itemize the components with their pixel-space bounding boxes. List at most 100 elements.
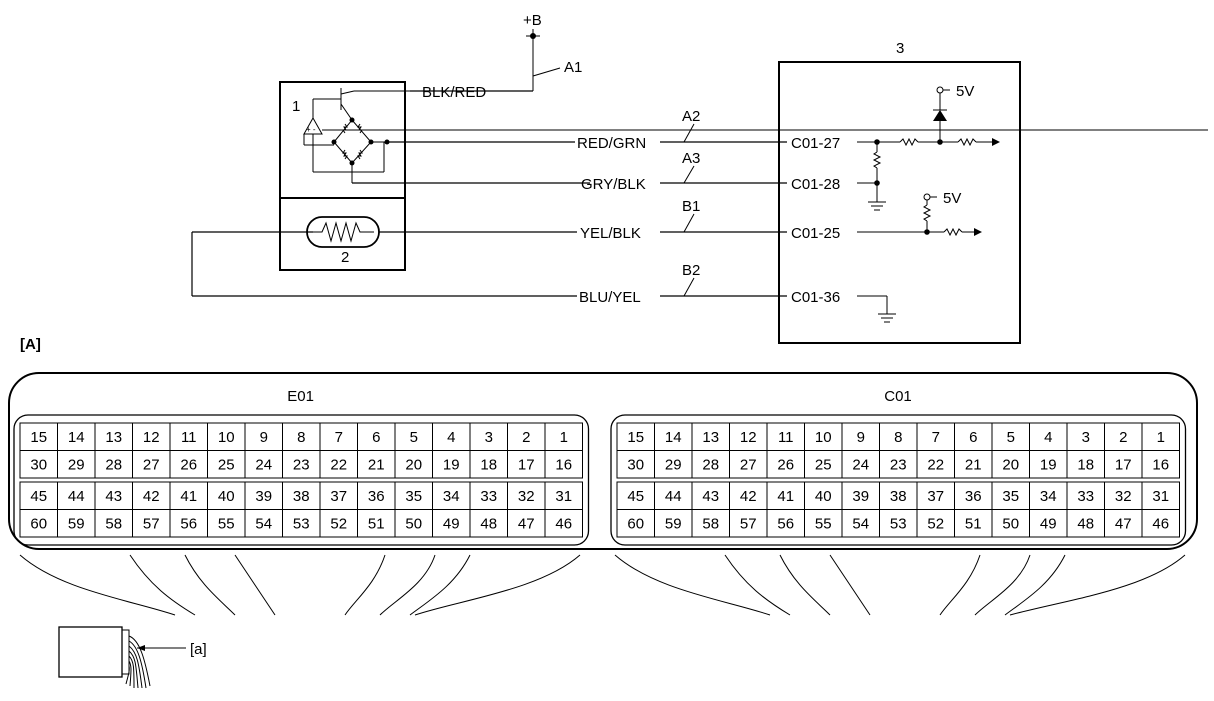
pin-number: 29 [68,457,85,474]
pin-cell [991,481,1030,510]
ecm-box [778,61,1021,344]
pin-number: 56 [777,516,794,533]
pin-number: 49 [443,516,460,533]
pin-number: 39 [255,488,272,505]
pin-number: 51 [965,516,982,533]
pin-number: 13 [702,429,719,446]
pin-cell [616,509,655,538]
pin-number: 10 [815,429,832,446]
pin-cell [469,481,508,510]
pin-number: 39 [852,488,869,505]
pin-cell [1029,450,1068,479]
pin-cell [282,450,321,479]
pin-number: 5 [410,429,418,446]
pin-cell [244,422,283,451]
pin-cell [244,450,283,479]
pin-number: 20 [1002,457,1019,474]
pin-cell [207,481,246,510]
pin-b1: C01-25 [791,225,840,242]
pin-number: 25 [218,457,235,474]
pin-cell [841,509,880,538]
pin-cell [654,481,693,510]
pin-cell [94,509,133,538]
power-label: +B [523,12,542,29]
pin-cell [804,450,843,479]
pin-cell [394,509,433,538]
pin-number: 41 [777,488,794,505]
pin-number: 30 [30,457,47,474]
pin-number: 17 [518,457,535,474]
pin-number: 9 [857,429,865,446]
pin-cell [729,422,768,451]
pin-cell [207,509,246,538]
pin-number: 43 [105,488,122,505]
pin-number: 45 [627,488,644,505]
callout-label: [a] [190,641,207,658]
pin-number: 9 [260,429,268,446]
pin-cell [244,509,283,538]
pin-number: 27 [740,457,757,474]
pin-cell [804,509,843,538]
pin-number: 36 [965,488,982,505]
pin-cell [954,450,993,479]
pin-number: 11 [778,429,794,446]
pin-number: 3 [1082,429,1090,446]
pin-number: 24 [255,457,272,474]
pin-number: 19 [443,457,460,474]
pin-number: 8 [894,429,902,446]
wire-color-b2: BLU/YEL [579,289,641,306]
pin-number: 59 [68,516,85,533]
pin-cell [804,481,843,510]
wire-id-b1: B1 [682,198,700,215]
pin-number: 42 [740,488,757,505]
wire-id-b2: B2 [682,262,700,279]
pin-cell [507,481,546,510]
pin-cell [544,509,583,538]
pin-number: 51 [368,516,385,533]
pin-cell [394,450,433,479]
pin-cell [1141,509,1180,538]
pin-cell [916,450,955,479]
pin-number: 60 [627,516,644,533]
pin-number: 54 [255,516,272,533]
connector-housing [8,372,1198,550]
pin-cell [991,509,1030,538]
pin-number: 55 [815,516,832,533]
pin-number: 48 [1077,516,1094,533]
pin-cell [654,450,693,479]
pin-number: 11 [181,429,197,446]
pin-cell [469,422,508,451]
pin-cell [319,422,358,451]
pin-cell [616,481,655,510]
pin-number: 15 [30,429,47,446]
pin-number: 38 [293,488,310,505]
pin-number: 37 [330,488,347,505]
pin-number: 21 [965,457,982,474]
pin-number: 45 [30,488,47,505]
pin-number: 10 [218,429,235,446]
pin-number: 7 [932,429,940,446]
pin-number: 16 [555,457,572,474]
wire-color-a3: GRY/BLK [581,176,646,193]
pin-cell [1104,509,1143,538]
pin-number: 47 [1115,516,1132,533]
pin-cell [1141,450,1180,479]
pin-number: 53 [890,516,907,533]
pin-a3: C01-28 [791,176,840,193]
wire-id-a1: A1 [564,59,582,76]
pin-cell [469,450,508,479]
pin-number: 28 [702,457,719,474]
pin-number: 60 [30,516,47,533]
wire-color-b1: YEL/BLK [580,225,641,242]
pin-number: 1 [560,429,568,446]
pin-cell [729,509,768,538]
pin-cell [954,481,993,510]
pin-number: 18 [480,457,497,474]
connector-frame [610,414,1187,546]
pin-number: 12 [740,429,757,446]
pin-cell [57,481,96,510]
wire-color-a2: RED/GRN [577,135,646,152]
pin-number: 52 [927,516,944,533]
pin-number: 48 [480,516,497,533]
